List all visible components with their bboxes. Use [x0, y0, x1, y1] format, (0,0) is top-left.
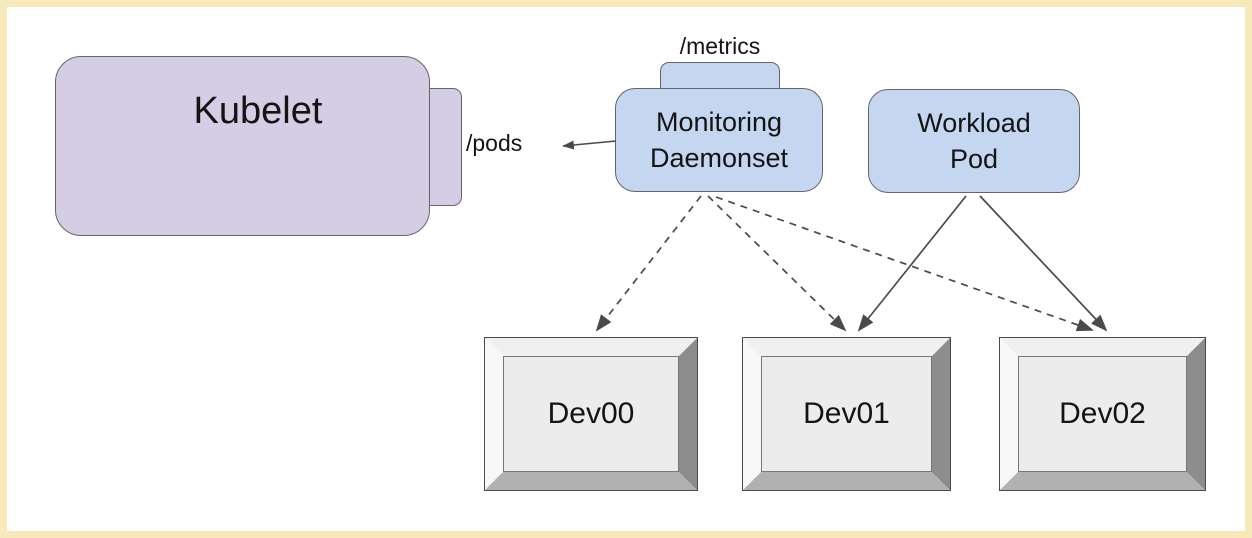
- edge-monitoring-to-dev01: [707, 195, 847, 332]
- dev02-label: Dev02: [1059, 397, 1146, 430]
- monitoring-daemonset-label-line2: Daemonset: [649, 143, 789, 173]
- node-workload-pod: Workload Pod: [868, 89, 1080, 193]
- node-kubelet: [55, 56, 430, 236]
- node-monitoring-daemonset: Monitoring Daemonset: [615, 88, 823, 192]
- dev00-label: Dev00: [547, 397, 635, 430]
- pods-endpoint-label: /pods: [466, 130, 523, 156]
- node-dev02: Dev02: [999, 337, 1206, 491]
- edge-workload-to-dev02: [979, 195, 1108, 332]
- edge-workload-to-dev01: [857, 195, 967, 332]
- workload-pod-label-line1: Workload: [917, 108, 1031, 138]
- edge-monitoring-to-dev00: [595, 195, 702, 332]
- kubelet-label: Kubelet: [193, 89, 323, 132]
- edge-monitoring-to-pods: [562, 140, 617, 150]
- edge-monitoring-to-dev02: [715, 196, 1094, 332]
- metrics-endpoint-label: /metrics: [679, 33, 761, 59]
- dev01-label: Dev01: [803, 397, 890, 430]
- monitoring-daemonset-label-line1: Monitoring: [655, 107, 783, 137]
- node-dev00: Dev00: [484, 337, 698, 491]
- workload-pod-label-line2: Pod: [949, 144, 999, 174]
- node-dev01: Dev01: [742, 337, 951, 491]
